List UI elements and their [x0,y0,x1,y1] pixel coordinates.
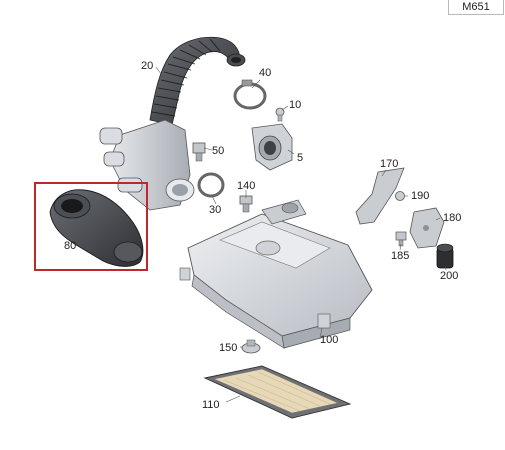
part-label-20[interactable]: 20 [141,60,154,72]
part-110-filter-element [203,365,352,419]
part-label-180[interactable]: 180 [443,212,462,224]
part-label-150[interactable]: 150 [219,342,238,354]
part-40-hose-clamp [233,79,267,110]
part-label-170[interactable]: 170 [380,158,399,170]
part-label-140[interactable]: 140 [237,180,256,192]
part-200-rubber-mount [436,243,454,269]
part-185-bolt [395,231,407,247]
part-30-clamp-ring [197,172,225,198]
part-50-bolt [192,142,206,162]
part-20-intake-hose [149,36,246,126]
part-label-100[interactable]: 100 [320,334,339,346]
part-10-screw [275,107,285,122]
part-150-grommet [241,339,261,354]
part-label-5[interactable]: 5 [297,152,304,164]
part-label-185[interactable]: 185 [391,250,410,262]
part-label-200[interactable]: 200 [440,270,459,282]
part-label-190[interactable]: 190 [411,190,430,202]
part-label-30[interactable]: 30 [209,204,222,216]
model-code-badge: M651 [448,0,504,15]
part-80-air-intake-duct [49,189,144,267]
part-label-80[interactable]: 80 [64,240,77,252]
air-pipe-manifold [99,119,195,211]
part-label-10[interactable]: 10 [289,99,302,111]
leader-lines [155,66,447,403]
part-100-air-filter-housing [179,199,373,349]
part-170-bracket [355,167,405,225]
part-180-bracket-plate [409,207,445,249]
part-label-40[interactable]: 40 [259,67,272,79]
part-140-screw [239,195,253,213]
part-190-nut [395,191,405,201]
highlight-box-part-80 [34,182,148,271]
part-label-110[interactable]: 110 [202,399,220,411]
part-5-air-mass-sensor [251,123,293,171]
part-label-50[interactable]: 50 [212,145,225,157]
